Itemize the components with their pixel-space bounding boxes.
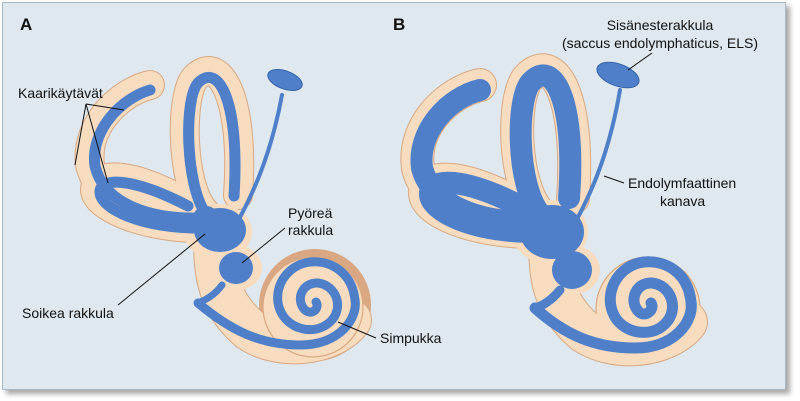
membranous-labyrinth-b	[410, 61, 697, 354]
cochlea-spiral-a	[273, 257, 360, 335]
leader-endolymphatic-sac	[627, 52, 653, 71]
label-cochlea: Simpukka	[380, 330, 442, 346]
leader-endolymphatic-duct	[603, 175, 625, 184]
label-utricle: Soikea rakkula	[22, 305, 114, 321]
label-endolymphatic-sac-1: Sisänesterakkula	[607, 17, 714, 33]
membranous-labyrinth-a	[89, 69, 360, 350]
panel-label-a: A	[20, 15, 32, 34]
panel-label-b: B	[393, 15, 405, 34]
label-endolymphatic-duct-2: kanava	[660, 193, 705, 209]
leader-canals-1	[74, 103, 87, 166]
label-saccule-2: rakkula	[288, 222, 333, 238]
label-endolymphatic-duct-1: Endolymfaattinen	[628, 175, 736, 191]
label-semicircular-canals: Kaarikäytävät	[18, 85, 103, 101]
label-saccule-1: Pyöreä	[288, 205, 333, 221]
inner-ear-a: A Kaarikäytävät Pyöreä rakkula Soikea ra…	[18, 15, 442, 365]
leader-utricle	[117, 233, 206, 306]
inner-ear-b: B Sisänesterakkula (saccus endolymphatic…	[393, 15, 758, 367]
label-endolymphatic-sac-2: (saccus endolymphaticus, ELS)	[562, 35, 758, 51]
leader-canals-3	[85, 103, 125, 111]
leader-canals-2	[85, 103, 109, 184]
leader-saccule	[241, 227, 286, 264]
leader-cochlea	[337, 321, 377, 339]
cochlea-spiral-b	[604, 256, 697, 338]
